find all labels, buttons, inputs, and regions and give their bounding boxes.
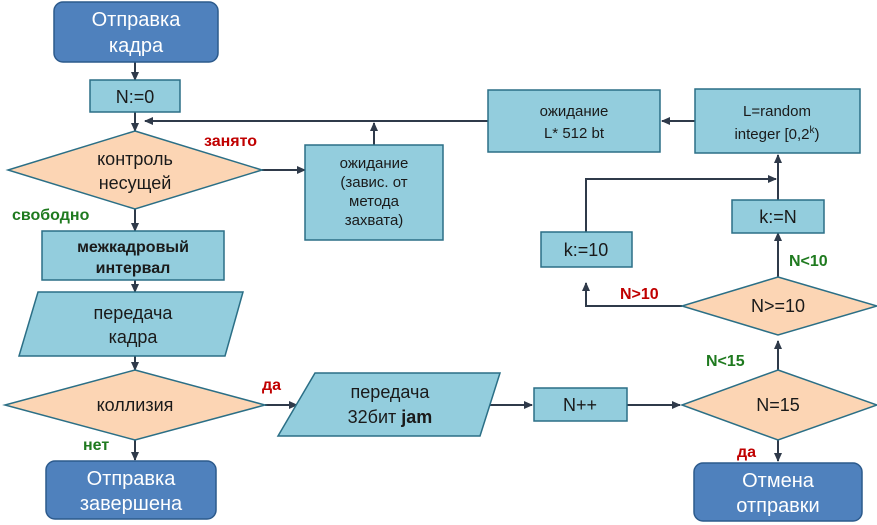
- label-n15-no: N<15: [706, 353, 745, 370]
- frame-tx-line-2: кадра: [109, 327, 159, 347]
- n-inc-text: N++: [563, 395, 597, 415]
- connectors: [131, 62, 782, 462]
- label-busy: занято: [204, 133, 257, 150]
- interframe-box: межкадровый интервал: [41, 230, 225, 281]
- wait-capture-line-2: (завис. от: [340, 174, 407, 191]
- wait-capture-line-1: ожидание: [340, 155, 409, 172]
- label-free: свободно: [12, 207, 90, 224]
- start-line-1: Отправка: [92, 9, 182, 31]
- done-line-1: Отправка: [87, 468, 177, 490]
- jam-line-2: 32бит jam: [348, 407, 433, 427]
- kn-text: k:=N: [759, 207, 797, 227]
- n15-decision: N=15: [679, 369, 877, 441]
- interframe-line-2: интервал: [96, 260, 171, 277]
- edge-k10-to-random: [585, 175, 777, 232]
- k10-text: k:=10: [564, 240, 609, 260]
- kn-box: k:=N: [731, 199, 825, 234]
- label-collision-no: нет: [83, 437, 109, 454]
- wait-capture-line-3: метода: [349, 193, 400, 210]
- collision-text: коллизия: [97, 395, 174, 415]
- k10-box: k:=10: [540, 231, 633, 268]
- n15-text: N=15: [756, 395, 800, 415]
- l-random-line-1: L=random: [743, 103, 811, 120]
- l-random-line-2: integer [0,2k): [734, 125, 819, 143]
- label-n15-yes: да: [737, 444, 756, 461]
- jam-line-1: передача: [351, 382, 431, 402]
- wait-capture-line-4: захвата): [345, 212, 404, 229]
- frame-tx-line-1: передача: [94, 303, 174, 323]
- wait-l-line-2: L* 512 bt: [544, 125, 605, 142]
- carrier-line-2: несущей: [99, 173, 172, 193]
- carrier-check-decision: контроль несущей: [5, 130, 265, 210]
- wait-l-line-1: ожидание: [540, 103, 609, 120]
- carrier-line-1: контроль: [97, 149, 173, 169]
- l-random-suffix: ): [815, 126, 820, 143]
- edge-n10-yes: [582, 282, 682, 307]
- l-random-prefix: integer [0,2: [734, 126, 809, 143]
- n-init-box: N:=0: [89, 79, 181, 113]
- wait-capture-box: ожидание (завис. от метода захвата): [304, 144, 444, 241]
- jam-tx-io: передача 32бит jam: [276, 372, 502, 437]
- n10-decision: N>=10: [679, 276, 877, 336]
- abort-terminal: Отмена отправки: [693, 462, 863, 522]
- collision-decision: коллизия: [2, 369, 268, 441]
- jam-line-2-bold: jam: [400, 407, 432, 427]
- interframe-line-1: межкадровый: [77, 239, 189, 256]
- abort-line-2: отправки: [736, 495, 819, 517]
- wait-l-box: ожидание L* 512 bt: [487, 89, 661, 153]
- start-line-2: кадра: [109, 35, 164, 57]
- l-random-box: L=random integer [0,2k): [694, 88, 861, 154]
- label-collision-yes: да: [262, 377, 281, 394]
- jam-line-2-prefix: 32бит: [348, 407, 402, 427]
- done-terminal: Отправка завершена: [45, 460, 217, 520]
- label-n10-no: N<10: [789, 253, 828, 270]
- n-init-text: N:=0: [116, 87, 155, 107]
- frame-tx-io: передача кадра: [17, 291, 244, 357]
- n-inc-box: N++: [533, 387, 628, 422]
- abort-line-1: Отмена: [742, 470, 815, 492]
- n10-text: N>=10: [751, 296, 805, 316]
- start-terminal: Отправка кадра: [53, 1, 219, 63]
- l-random-sup: k: [810, 125, 816, 136]
- done-line-2: завершена: [80, 493, 183, 515]
- label-n10-yes: N>10: [620, 286, 659, 303]
